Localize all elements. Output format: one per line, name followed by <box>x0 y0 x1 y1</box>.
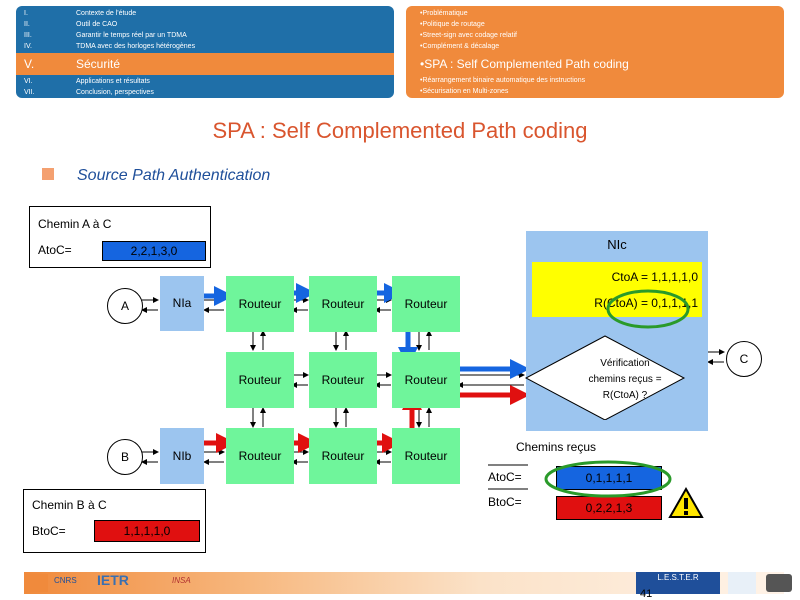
chemin-a-label: AtoC= <box>38 243 72 257</box>
slide-title: SPA : Self Complemented Path coding <box>212 118 588 143</box>
page-number: 41 <box>640 588 653 600</box>
recus-title: Chemins reçus <box>516 440 597 454</box>
lester-logo: L.E.S.T.E.R <box>636 572 720 594</box>
toc-label: TDMA avec des horloges hétérogènes <box>76 43 196 50</box>
router: Routeur <box>309 428 377 484</box>
footer-bar <box>24 572 784 594</box>
highlight-shapes <box>524 289 690 420</box>
router: Routeur <box>392 428 460 484</box>
node-a: A <box>107 288 143 324</box>
recus-atoc-value: 0,1,1,1,1 <box>556 466 662 490</box>
router: Routeur <box>309 352 377 408</box>
toc-num: III. <box>24 32 32 39</box>
nic-code-box: CtoA = 1,1,1,1,0 R(CtoA) = 0,1,1,1,1 <box>532 262 702 317</box>
chemin-a-title: Chemin A à C <box>38 217 112 231</box>
router: Routeur <box>226 428 294 484</box>
bullet-square <box>42 168 54 180</box>
subsection-item[interactable]: •Complément & décalage <box>420 43 500 50</box>
toc-label: Conclusion, perspectives <box>76 89 154 96</box>
recus-btoc-label: BtoC= <box>488 495 522 509</box>
router: Routeur <box>392 276 460 332</box>
ctoa-value: CtoA = 1,1,1,1,0 <box>611 270 698 284</box>
chemin-a-box: Chemin A à C AtoC= 2,2,1,3,0 <box>29 206 211 268</box>
toc-item[interactable]: III. Garantir le temps réel par un TDMA <box>16 30 394 41</box>
toc-num: IV. <box>24 43 32 50</box>
toc-item[interactable]: I. Contexte de l'étude <box>16 8 394 19</box>
toc-label: Applications et résultats <box>76 78 150 85</box>
subsection-item[interactable]: •Réarrangement binaire automatique des i… <box>420 77 586 84</box>
router: Routeur <box>226 352 294 408</box>
network-interface-a: NIa <box>160 276 204 331</box>
toc-label: Sécurité <box>76 57 121 71</box>
network-interface-b: NIb <box>160 428 204 484</box>
chemin-b-label: BtoC= <box>32 524 66 538</box>
toc-num: I. <box>24 10 28 17</box>
verification-diamond: Vérification chemins reçus = R(CtoA) ? <box>556 356 694 404</box>
verification-line2: chemins reçus = <box>588 374 662 385</box>
node-c: C <box>726 341 762 377</box>
slide-subtitle: Source Path Authentication <box>77 167 271 184</box>
insa-logo: INSA <box>172 576 191 585</box>
subsection-item[interactable]: •Politique de routage <box>420 21 485 28</box>
subsection-item-active[interactable]: •SPA : Self Complemented Path coding <box>420 57 629 71</box>
subsection-item[interactable]: •Sécurisation en Multi-zones <box>420 88 509 95</box>
toc-panel: I. Contexte de l'étude II. Outil de CAO II… <box>16 6 394 98</box>
toc-label: Outil de CAO <box>76 21 118 28</box>
subsection-item[interactable]: •Street-sign avec codage relatif <box>420 32 518 39</box>
footer-grey-square <box>766 574 792 592</box>
toc-num: VI. <box>24 78 33 85</box>
toc-num: II. <box>24 21 30 28</box>
node-b: B <box>107 439 143 475</box>
toc-label: Contexte de l'étude <box>76 10 137 17</box>
toc-num: VII. <box>24 89 35 96</box>
recus-btoc-value: 0,2,2,1,3 <box>556 496 662 520</box>
subsection-panel: •Problématique •Politique de routage •St… <box>406 6 784 98</box>
toc-item-active[interactable]: V. Sécurité <box>16 53 394 75</box>
footer-orange-square <box>26 574 48 592</box>
rctoa-value: R(CtoA) = 0,1,1,1,1 <box>594 296 698 310</box>
verification-line1: Vérification <box>600 358 650 369</box>
toc-label: Garantir le temps réel par un TDMA <box>76 32 187 39</box>
atoc-highlight-ellipse <box>544 460 672 498</box>
warning-icon <box>668 486 704 518</box>
toc-item[interactable]: VI. Applications et résultats <box>16 76 394 87</box>
nic-title: NIc <box>607 237 627 252</box>
toc-item[interactable]: II. Outil de CAO <box>16 19 394 30</box>
chemin-b-box: Chemin B à C BtoC= 1,1,1,1,0 <box>23 489 206 553</box>
toc-num: V. <box>24 57 35 71</box>
verification-line3: R(CtoA) ? <box>602 390 648 401</box>
toc-item[interactable]: VII. Conclusion, perspectives <box>16 87 394 98</box>
footer-logo-small <box>728 572 756 594</box>
chemin-b-value: 1,1,1,1,0 <box>94 520 200 542</box>
router: Routeur <box>392 352 460 408</box>
ietr-logo: IETR <box>97 572 129 588</box>
recus-atoc-label: AtoC= <box>488 470 522 484</box>
toc-item[interactable]: IV. TDMA avec des horloges hétérogènes <box>16 41 394 52</box>
subsection-item[interactable]: •Problématique <box>420 10 468 17</box>
router: Routeur <box>226 276 294 332</box>
router: Routeur <box>309 276 377 332</box>
chemin-a-value: 2,2,1,3,0 <box>102 241 206 261</box>
cnrs-logo: CNRS <box>54 576 77 585</box>
chemin-b-title: Chemin B à C <box>32 498 107 512</box>
